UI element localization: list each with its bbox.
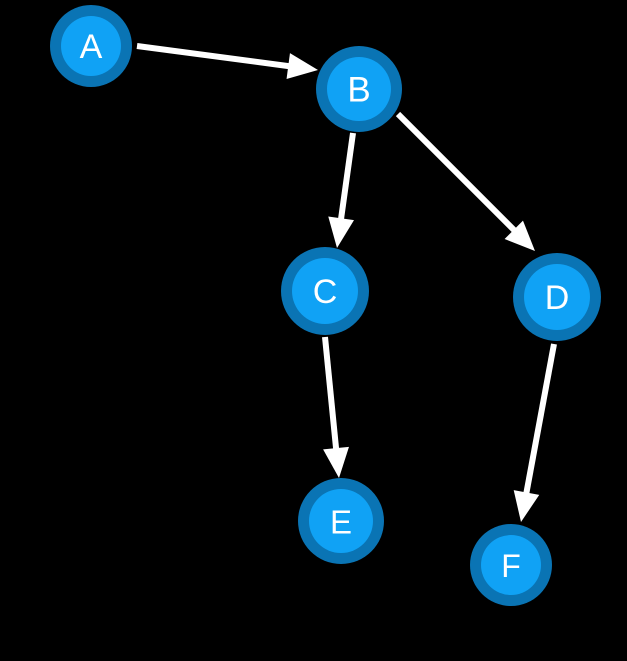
arrowhead-icon — [286, 53, 318, 79]
edge-c-to-e[interactable] — [322, 336, 349, 478]
node-fill — [309, 489, 373, 553]
graph-node-a[interactable]: A — [50, 5, 132, 87]
node-fill — [481, 535, 541, 595]
edge-shaft — [522, 343, 557, 499]
node-fill — [61, 16, 121, 76]
edge-b-to-d[interactable] — [395, 111, 535, 251]
graph-node-d[interactable]: D — [513, 253, 601, 341]
edge-b-to-c[interactable] — [328, 132, 356, 248]
node-fill — [327, 57, 391, 121]
graph-node-c[interactable]: C — [281, 247, 369, 335]
arrowhead-icon — [513, 490, 540, 522]
edge-shaft — [395, 111, 521, 237]
graph-node-b[interactable]: B — [316, 46, 402, 132]
graph-node-e[interactable]: E — [298, 478, 384, 564]
arrowhead-icon — [328, 216, 355, 248]
edge-a-to-b[interactable] — [136, 43, 318, 79]
edges-layer — [136, 43, 557, 522]
arrowhead-icon — [323, 446, 349, 478]
edge-d-to-f[interactable] — [513, 343, 557, 522]
graph-node-f[interactable]: F — [470, 524, 552, 606]
edge-shaft — [322, 336, 340, 455]
edge-shaft — [136, 43, 295, 70]
node-fill — [524, 264, 590, 330]
edge-shaft — [337, 132, 356, 225]
node-fill — [292, 258, 358, 324]
arrowhead-icon — [504, 220, 535, 251]
